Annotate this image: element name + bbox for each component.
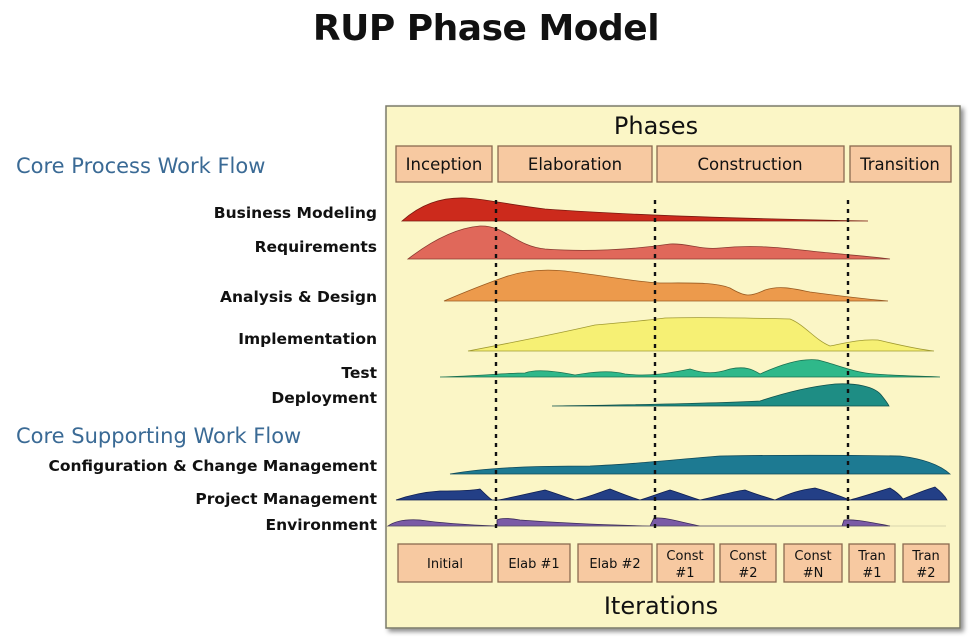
hump-business-modeling bbox=[400, 197, 869, 222]
iteration-label-elab-1: Elab #1 bbox=[508, 557, 559, 572]
diagram-panel bbox=[385, 105, 961, 629]
phase-label-construction: Construction bbox=[697, 155, 802, 174]
iteration-label-const-n-line2: #N bbox=[803, 566, 824, 581]
phase-box-inception bbox=[395, 145, 493, 183]
hump-deployment bbox=[551, 383, 890, 407]
workflow-label-requirements: Requirements bbox=[255, 238, 377, 256]
phases-label: Phases bbox=[614, 112, 698, 140]
iterations-label: Iterations bbox=[604, 592, 718, 620]
workflow-label-deployment: Deployment bbox=[271, 389, 377, 407]
iteration-label-tran-2-line1: Tran bbox=[911, 549, 940, 564]
iteration-box-tran-2 bbox=[902, 543, 950, 583]
workflow-label-analysis-design: Analysis & Design bbox=[220, 288, 377, 306]
workflow-label-test: Test bbox=[341, 364, 377, 382]
iteration-label-tran-1-line1: Tran bbox=[857, 549, 886, 564]
workflow-label-config-change: Configuration & Change Management bbox=[49, 457, 378, 475]
iteration-box-tran-1 bbox=[848, 543, 896, 583]
hump-config-change bbox=[449, 454, 952, 475]
phase-box-elaboration bbox=[497, 145, 653, 183]
hump-implementation bbox=[467, 317, 935, 352]
iteration-label-const-1-line2: #1 bbox=[675, 566, 694, 581]
iteration-box-elab-1 bbox=[497, 543, 571, 583]
iteration-label-const-1-line1: Const bbox=[666, 549, 703, 564]
workflow-label-business-modeling: Business Modeling bbox=[214, 204, 377, 222]
iteration-label-elab-2: Elab #2 bbox=[589, 557, 640, 572]
hump-project-management bbox=[395, 486, 948, 501]
workflow-label-project-management: Project Management bbox=[195, 490, 377, 508]
workflow-humps bbox=[386, 197, 952, 527]
hump-analysis-design bbox=[443, 269, 889, 302]
phase-label-transition: Transition bbox=[859, 155, 940, 174]
core-supporting-label: Core Supporting Work Flow bbox=[16, 424, 301, 448]
page-title: RUP Phase Model bbox=[312, 8, 660, 49]
iteration-box-const-1 bbox=[656, 543, 715, 583]
phase-label-inception: Inception bbox=[406, 155, 483, 174]
hump-requirements bbox=[406, 225, 891, 260]
iteration-label-const-n-line1: Const bbox=[794, 549, 831, 564]
iteration-label-initial: Initial bbox=[427, 557, 463, 572]
iteration-label-const-2-line1: Const bbox=[729, 549, 766, 564]
phase-label-elaboration: Elaboration bbox=[528, 155, 622, 174]
workflow-label-environment: Environment bbox=[266, 516, 378, 534]
iteration-box-const-n bbox=[783, 543, 843, 583]
iteration-label-tran-2-line2: #2 bbox=[916, 566, 935, 581]
iteration-box-const-2 bbox=[719, 543, 777, 583]
phase-boundaries bbox=[494, 200, 850, 530]
iteration-box-elab-2 bbox=[577, 543, 653, 583]
iteration-label-const-2-line2: #2 bbox=[738, 566, 757, 581]
iteration-label-tran-1-line2: #1 bbox=[862, 566, 881, 581]
core-process-label: Core Process Work Flow bbox=[16, 154, 265, 178]
phase-boxes: Inception Elaboration Construction Trans… bbox=[395, 145, 952, 183]
phase-box-construction bbox=[656, 145, 845, 183]
iteration-box-initial bbox=[397, 543, 493, 583]
workflow-label-implementation: Implementation bbox=[238, 330, 377, 348]
hump-environment bbox=[386, 517, 891, 527]
phase-box-transition bbox=[849, 145, 952, 183]
hump-test bbox=[439, 359, 941, 378]
iteration-boxes: Initial Elab #1 Elab #2 Const #1 Const #… bbox=[397, 543, 950, 583]
workflow-labels: Business Modeling Requirements Analysis … bbox=[49, 204, 378, 534]
